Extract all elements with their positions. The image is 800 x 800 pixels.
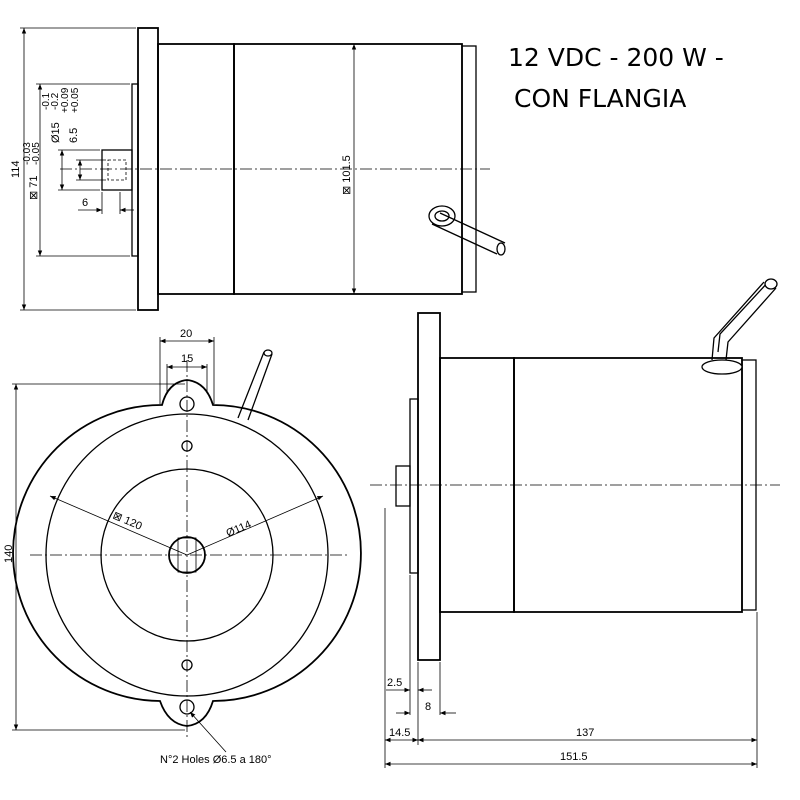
side-flange-plate bbox=[417, 312, 441, 661]
dim-key-tol-up: +0.09 bbox=[60, 87, 71, 113]
dim-body-sq: ⊠ 101.5 bbox=[341, 155, 353, 195]
dim-shaft-tol-up: -0.1 bbox=[41, 92, 52, 110]
dim-137: 137 bbox=[576, 727, 594, 739]
side-body-main bbox=[513, 357, 743, 613]
side-shaft bbox=[395, 465, 411, 507]
dim-flange-sq: ⊠ 71 bbox=[28, 175, 40, 200]
top-shaft bbox=[101, 149, 133, 191]
dim-shaft-dia: Ø15 bbox=[50, 122, 62, 143]
title-line-2: CON FLANGIA bbox=[514, 84, 686, 113]
dim-dia-114: Ø114 bbox=[224, 519, 253, 540]
dim-key-tol-dn: +0.05 bbox=[70, 87, 81, 113]
dim-top-inner: 15 bbox=[181, 353, 193, 365]
front-cable bbox=[237, 349, 273, 421]
dim-key-len: 6 bbox=[82, 197, 88, 209]
dim-flange-tol-dn: -0.05 bbox=[31, 142, 42, 165]
front-view: 20 15 140 ⊠ 120 Ø114 N°2 Holes Ø6.5 a 18… bbox=[3, 328, 362, 766]
title-line-1: 12 VDC - 200 W - bbox=[508, 43, 724, 72]
dim-top-outer: 20 bbox=[180, 328, 192, 340]
dim-151-5: 151.5 bbox=[560, 751, 588, 763]
dim-14-5: 14.5 bbox=[389, 727, 410, 739]
holes-note: N°2 Holes Ø6.5 a 180° bbox=[160, 754, 272, 766]
dim-height-140: 140 bbox=[3, 545, 15, 563]
top-view: 114 ⊠ 71 -0.03 -0.05 Ø15 -0.1 -0.2 6.5 +… bbox=[10, 27, 506, 311]
side-flange-pilot bbox=[409, 398, 419, 574]
dim-shaft-tol-dn: -0.2 bbox=[50, 92, 61, 110]
dim-2-5: 2.5 bbox=[387, 677, 402, 689]
dim-key: 6.5 bbox=[68, 128, 80, 143]
dim-flange-tol-up: -0.03 bbox=[22, 142, 33, 165]
dim-8: 8 bbox=[425, 701, 431, 713]
top-cable-gland bbox=[428, 205, 506, 256]
side-cable-gland bbox=[701, 278, 778, 375]
dim-114: 114 bbox=[10, 160, 22, 178]
top-keyway bbox=[107, 159, 127, 181]
side-view: 2.5 8 14.5 137 151.5 bbox=[370, 278, 780, 768]
